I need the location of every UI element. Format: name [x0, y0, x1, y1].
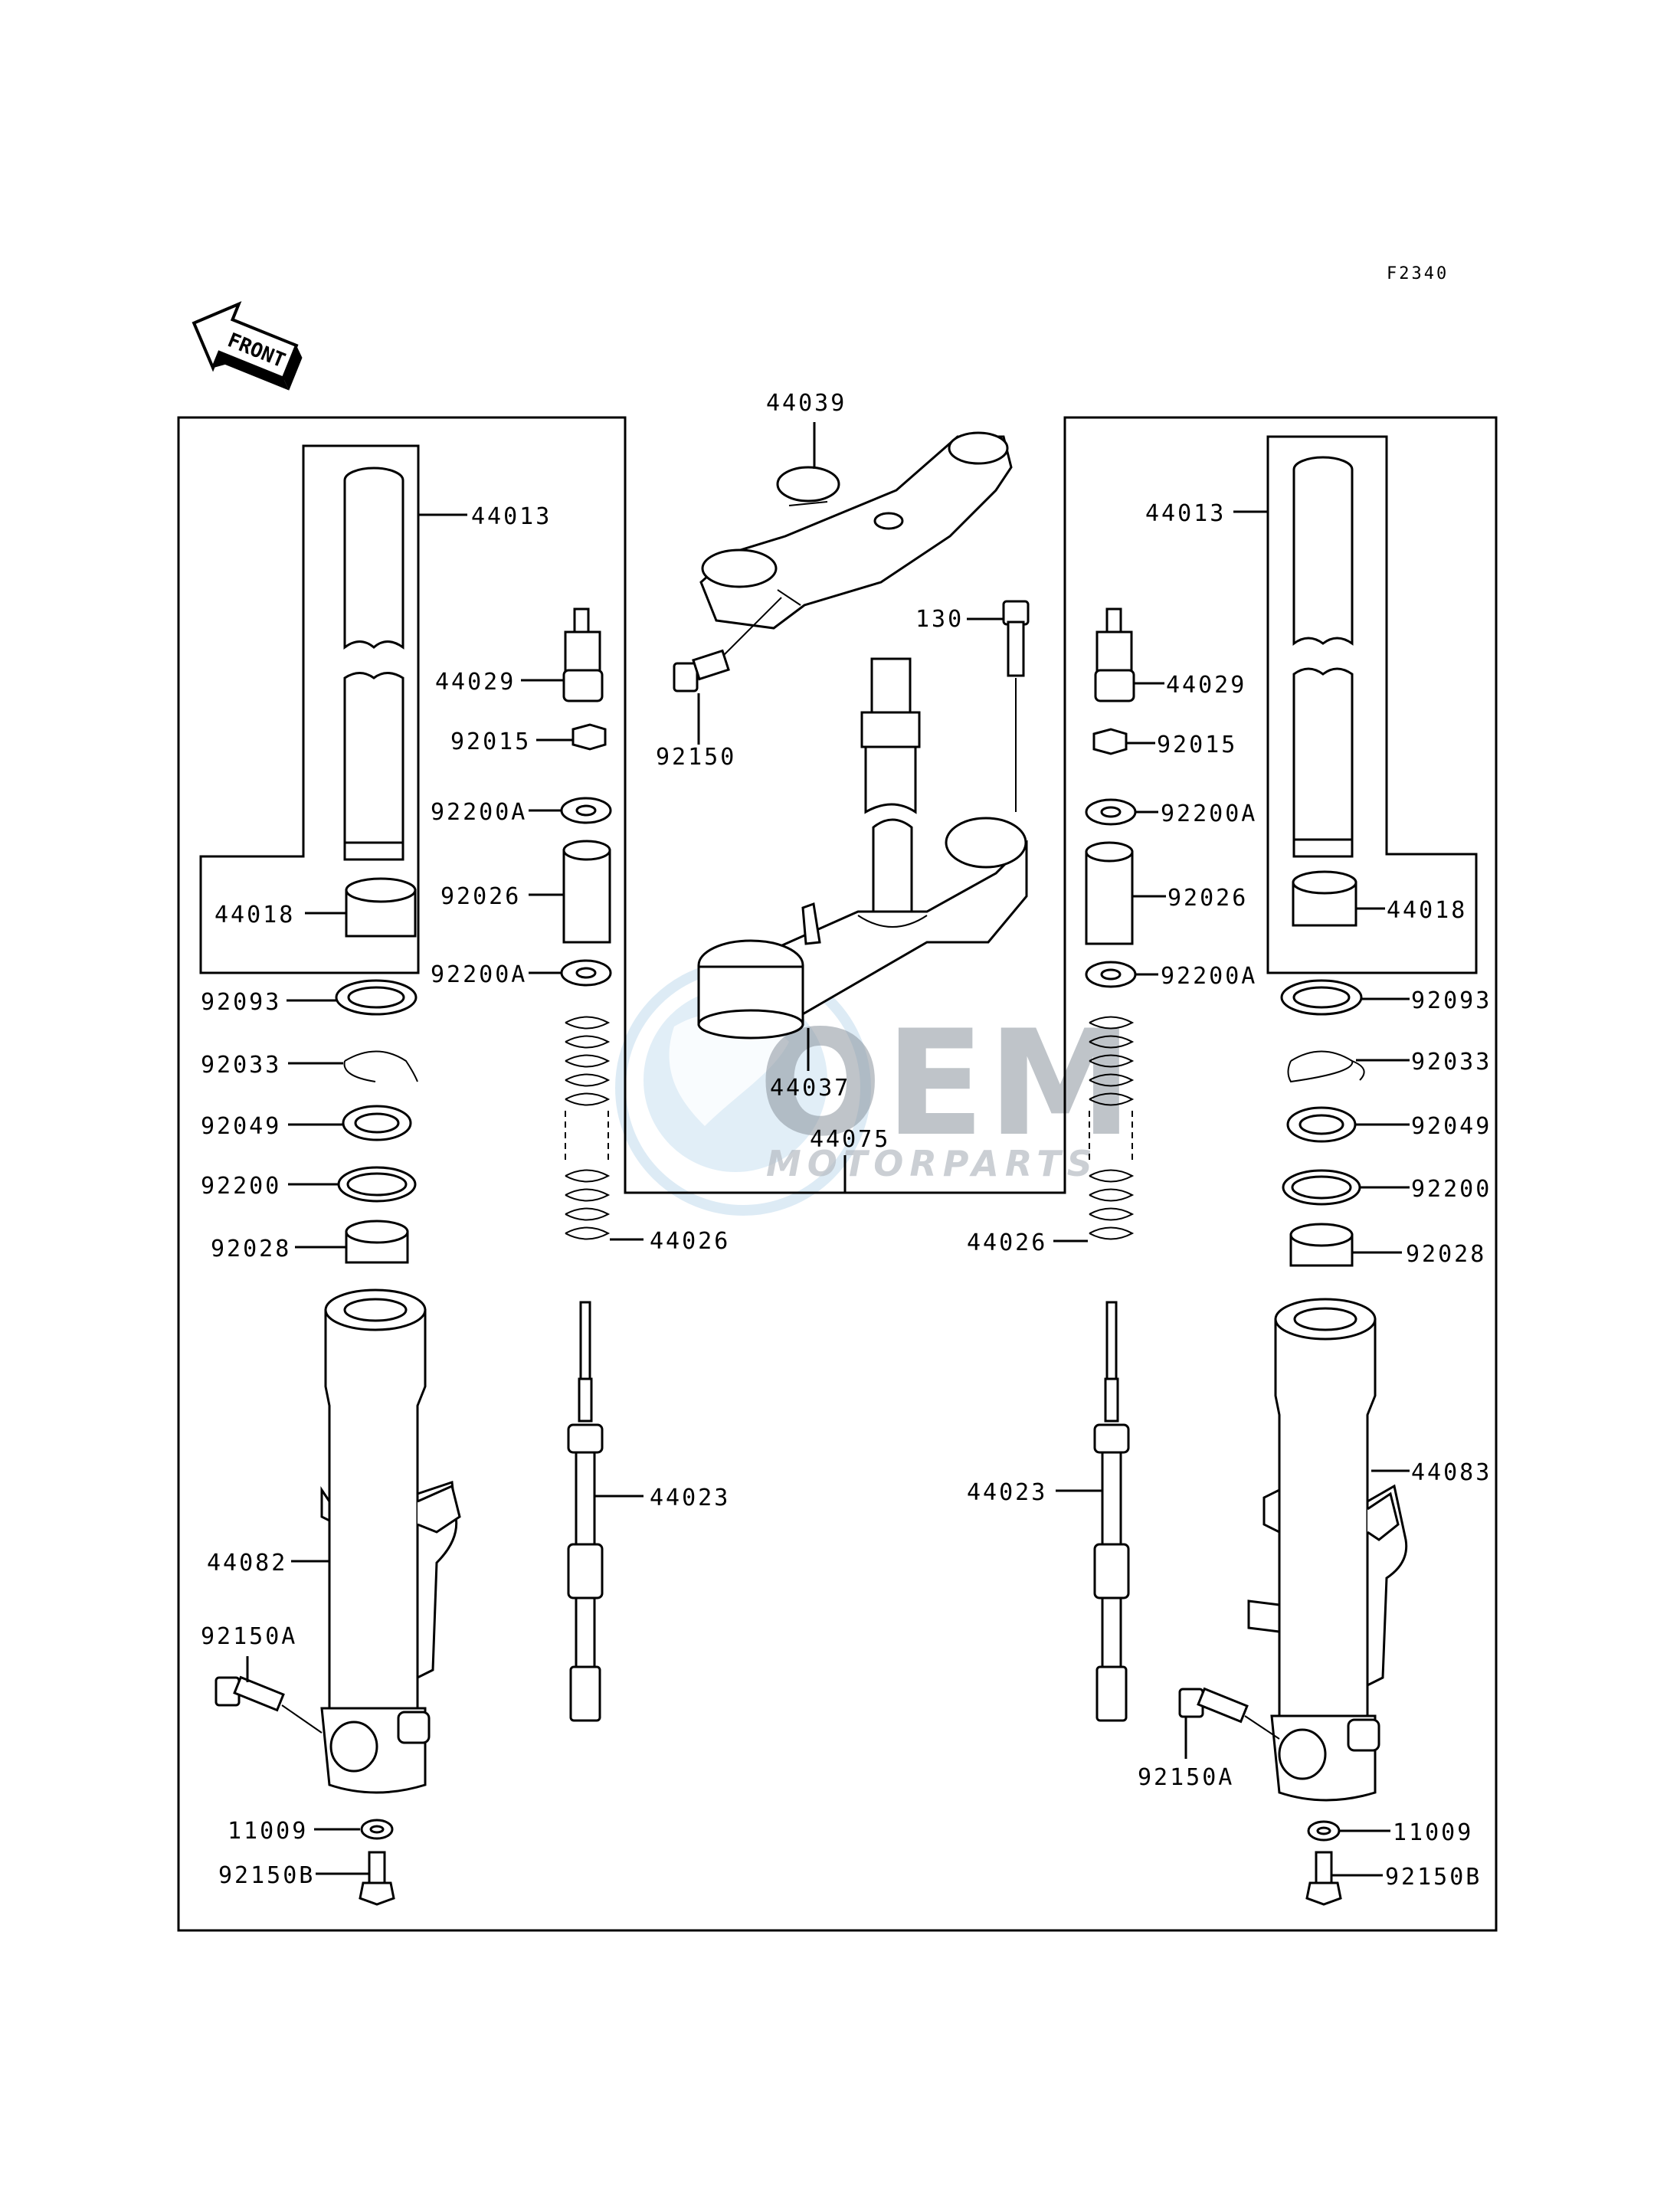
washer-92200A-top-right	[1085, 798, 1137, 826]
circlip-92033-left	[343, 1050, 418, 1082]
washer-11009-right	[1307, 1820, 1341, 1842]
washer-11009-left	[360, 1819, 394, 1840]
nut-92015-right	[1092, 728, 1128, 755]
bolt-92150B-right	[1305, 1851, 1342, 1906]
label-92028-right: 92028	[1406, 1241, 1486, 1268]
oil-seal-92049-right	[1286, 1106, 1357, 1143]
bolt-92150A-left	[215, 1675, 323, 1734]
outer-tube-44082-left	[320, 1288, 461, 1794]
label-44026-right: 44026	[967, 1229, 1047, 1256]
damper-rod-44023-left	[567, 1301, 604, 1722]
label-44013-right: 44013	[1145, 500, 1226, 527]
label-44083-right: 44083	[1411, 1459, 1492, 1486]
nut-92015-left	[571, 723, 607, 751]
label-44075: 44075	[810, 1126, 890, 1153]
collar-92026-left	[562, 840, 611, 944]
damper-rod-44023-right	[1093, 1301, 1130, 1722]
label-92150A-right: 92150A	[1138, 1764, 1234, 1791]
label-92150B-right: 92150B	[1385, 1864, 1482, 1891]
label-92150: 92150	[656, 744, 736, 771]
label-130: 130	[915, 606, 964, 633]
dust-seal-92093-right	[1280, 979, 1363, 1016]
lower-bracket-44037	[697, 657, 1028, 1040]
bushing-44018-right	[1292, 870, 1357, 927]
bolt-92150B-left	[359, 1851, 395, 1906]
inner-tube-44013-right	[1292, 456, 1354, 858]
label-44037: 44037	[770, 1075, 850, 1102]
label-44029-right: 44029	[1166, 672, 1246, 699]
label-92093-right: 92093	[1411, 987, 1492, 1014]
label-92200A-top-right: 92200A	[1161, 801, 1257, 827]
washer-92200-right	[1282, 1169, 1361, 1206]
upper-bracket-44039	[699, 431, 1013, 630]
diagram-code: F2340	[1387, 264, 1449, 283]
label-44018-left: 44018	[215, 902, 295, 928]
washer-92200A-bottom-left	[560, 959, 612, 987]
label-92150A-left: 92150A	[201, 1623, 297, 1650]
oil-seal-92049-left	[342, 1105, 412, 1141]
label-11009-right: 11009	[1393, 1819, 1473, 1846]
label-44039: 44039	[766, 390, 847, 417]
label-44082-left: 44082	[207, 1550, 287, 1577]
label-44013-left: 44013	[471, 503, 552, 530]
bolt-92150A-right	[1178, 1687, 1280, 1740]
label-44029-left: 44029	[435, 669, 516, 696]
label-92200-left: 92200	[201, 1173, 281, 1200]
washer-92200A-top-left	[560, 797, 612, 824]
label-92015-left: 92015	[450, 729, 531, 755]
washer-92200-left	[337, 1166, 417, 1203]
bushing-92028-left	[345, 1220, 409, 1264]
washer-92200A-bottom-right	[1085, 961, 1137, 988]
watermark: OEM MOTORPARTS	[615, 960, 1135, 1216]
spring-44026-left	[565, 1016, 611, 1240]
spring-44026-right	[1089, 1016, 1135, 1240]
front-arrow-icon: FRONT	[192, 301, 303, 391]
label-92026-left: 92026	[440, 883, 521, 910]
label-92049-right: 92049	[1411, 1113, 1492, 1140]
label-92150B-left: 92150B	[218, 1862, 315, 1889]
label-92026-right: 92026	[1167, 885, 1248, 912]
label-92033-right: 92033	[1411, 1049, 1492, 1076]
label-92028-left: 92028	[211, 1236, 291, 1262]
bolt-130	[1002, 600, 1030, 812]
label-92015-right: 92015	[1157, 732, 1237, 758]
outer-tube-44083-right	[1247, 1298, 1408, 1802]
label-44023-right: 44023	[967, 1479, 1047, 1506]
label-11009-left: 11009	[228, 1818, 308, 1845]
left-inner-frame	[199, 444, 420, 974]
watermark-sub: MOTORPARTS	[766, 1143, 1099, 1184]
label-92200-right: 92200	[1411, 1176, 1492, 1203]
label-44023-left: 44023	[650, 1485, 730, 1511]
inner-tube-44013-left	[343, 467, 404, 861]
bolt-92150	[673, 597, 782, 692]
label-92049-left: 92049	[201, 1113, 281, 1140]
label-92200A-bottom-left: 92200A	[431, 961, 527, 988]
label-92200A-top-left: 92200A	[431, 799, 527, 826]
label-92093-left: 92093	[201, 989, 281, 1016]
watermark-brand: OEM	[758, 999, 1135, 1168]
label-44018-right: 44018	[1387, 897, 1467, 924]
circlip-92033-right	[1287, 1050, 1365, 1083]
bushing-92028-right	[1289, 1223, 1354, 1267]
right-inner-frame	[1266, 435, 1478, 974]
cap-bolt-44029-left	[562, 607, 604, 702]
frame-outline	[177, 416, 1498, 1932]
collar-92026-right	[1085, 841, 1134, 945]
bushing-44018-left	[345, 877, 417, 938]
label-92200A-bottom-right: 92200A	[1161, 963, 1257, 990]
dust-seal-92093-left	[335, 979, 418, 1016]
cap-bolt-44029-right	[1094, 607, 1135, 702]
label-92033-left: 92033	[201, 1052, 281, 1079]
label-44026-left: 44026	[650, 1228, 730, 1255]
